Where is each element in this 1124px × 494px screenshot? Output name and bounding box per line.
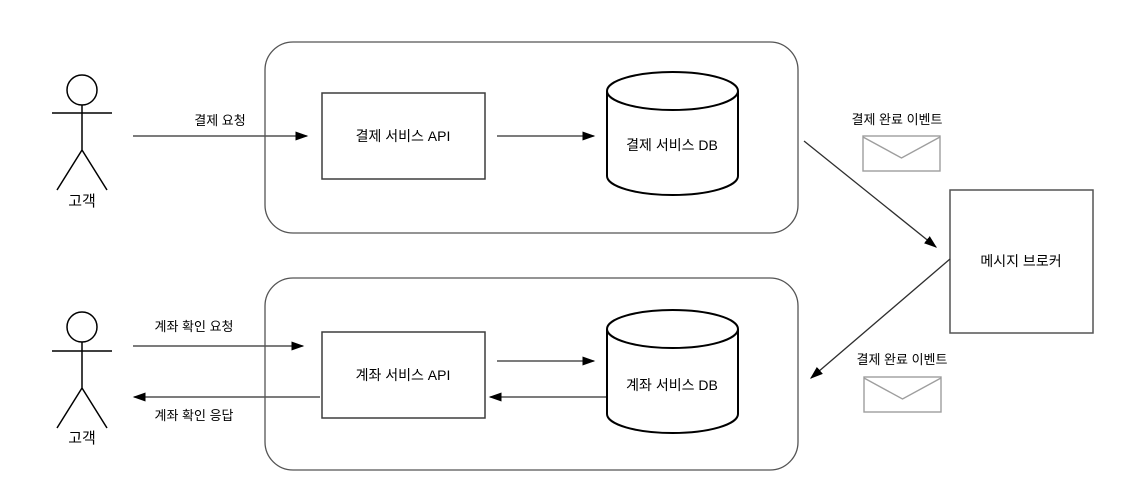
actor-body-icon bbox=[52, 342, 112, 429]
payment-container-outline bbox=[264, 41, 799, 234]
account-container-outline bbox=[264, 277, 799, 471]
actor-body-icon bbox=[52, 105, 112, 191]
actor-label-bottom: 고객 bbox=[68, 430, 96, 447]
payment-event-label-bottom: 결제 완료 이벤트 bbox=[857, 352, 948, 367]
message-broker-label: 메시지 브로커 bbox=[980, 253, 1061, 269]
broker-to-account-arrow bbox=[810, 258, 951, 379]
message-broker: 메시지 브로커 bbox=[949, 189, 1094, 334]
account-response-label: 계좌 확인 응답 bbox=[155, 408, 234, 423]
account-db-label: 계좌 서비스 DB bbox=[626, 377, 718, 393]
customer-actor-top: 고객 bbox=[52, 74, 112, 210]
actor-label-top: 고객 bbox=[68, 193, 96, 210]
envelope-icon-top bbox=[862, 135, 941, 172]
payment-service-container: 결제 서비스 API 결제 서비스 DB bbox=[264, 41, 799, 234]
payment-request-flow: 결제 요청 bbox=[133, 113, 309, 141]
payment-api-label: 결제 서비스 API bbox=[356, 128, 451, 144]
account-api-box bbox=[321, 331, 486, 419]
envelope-icon-bottom bbox=[863, 376, 942, 413]
account-request-flow: 계좌 확인 요청 계좌 확인 응답 bbox=[132, 319, 320, 423]
actor-head-icon bbox=[66, 74, 98, 106]
account-api-label: 계좌 서비스 API bbox=[356, 367, 451, 383]
payment-api-box bbox=[321, 92, 486, 180]
payment-event-bottom: 결제 완료 이벤트 bbox=[810, 258, 951, 413]
account-db-cylinder-icon bbox=[606, 309, 739, 434]
payment-event-top: 결제 완료 이벤트 bbox=[803, 112, 943, 248]
payment-to-broker-arrow bbox=[803, 140, 938, 248]
account-service-container: 계좌 서비스 API 계좌 서비스 DB bbox=[264, 277, 799, 471]
payment-event-label-top: 결제 완료 이벤트 bbox=[852, 112, 943, 127]
message-broker-box bbox=[949, 189, 1094, 334]
payment-request-label: 결제 요청 bbox=[194, 113, 245, 128]
payment-db-cylinder-icon bbox=[606, 71, 739, 196]
payment-db-label: 결제 서비스 DB bbox=[626, 137, 718, 153]
customer-actor-bottom: 고객 bbox=[52, 311, 112, 447]
actor-head-icon bbox=[66, 311, 98, 343]
account-request-label: 계좌 확인 요청 bbox=[155, 319, 234, 334]
